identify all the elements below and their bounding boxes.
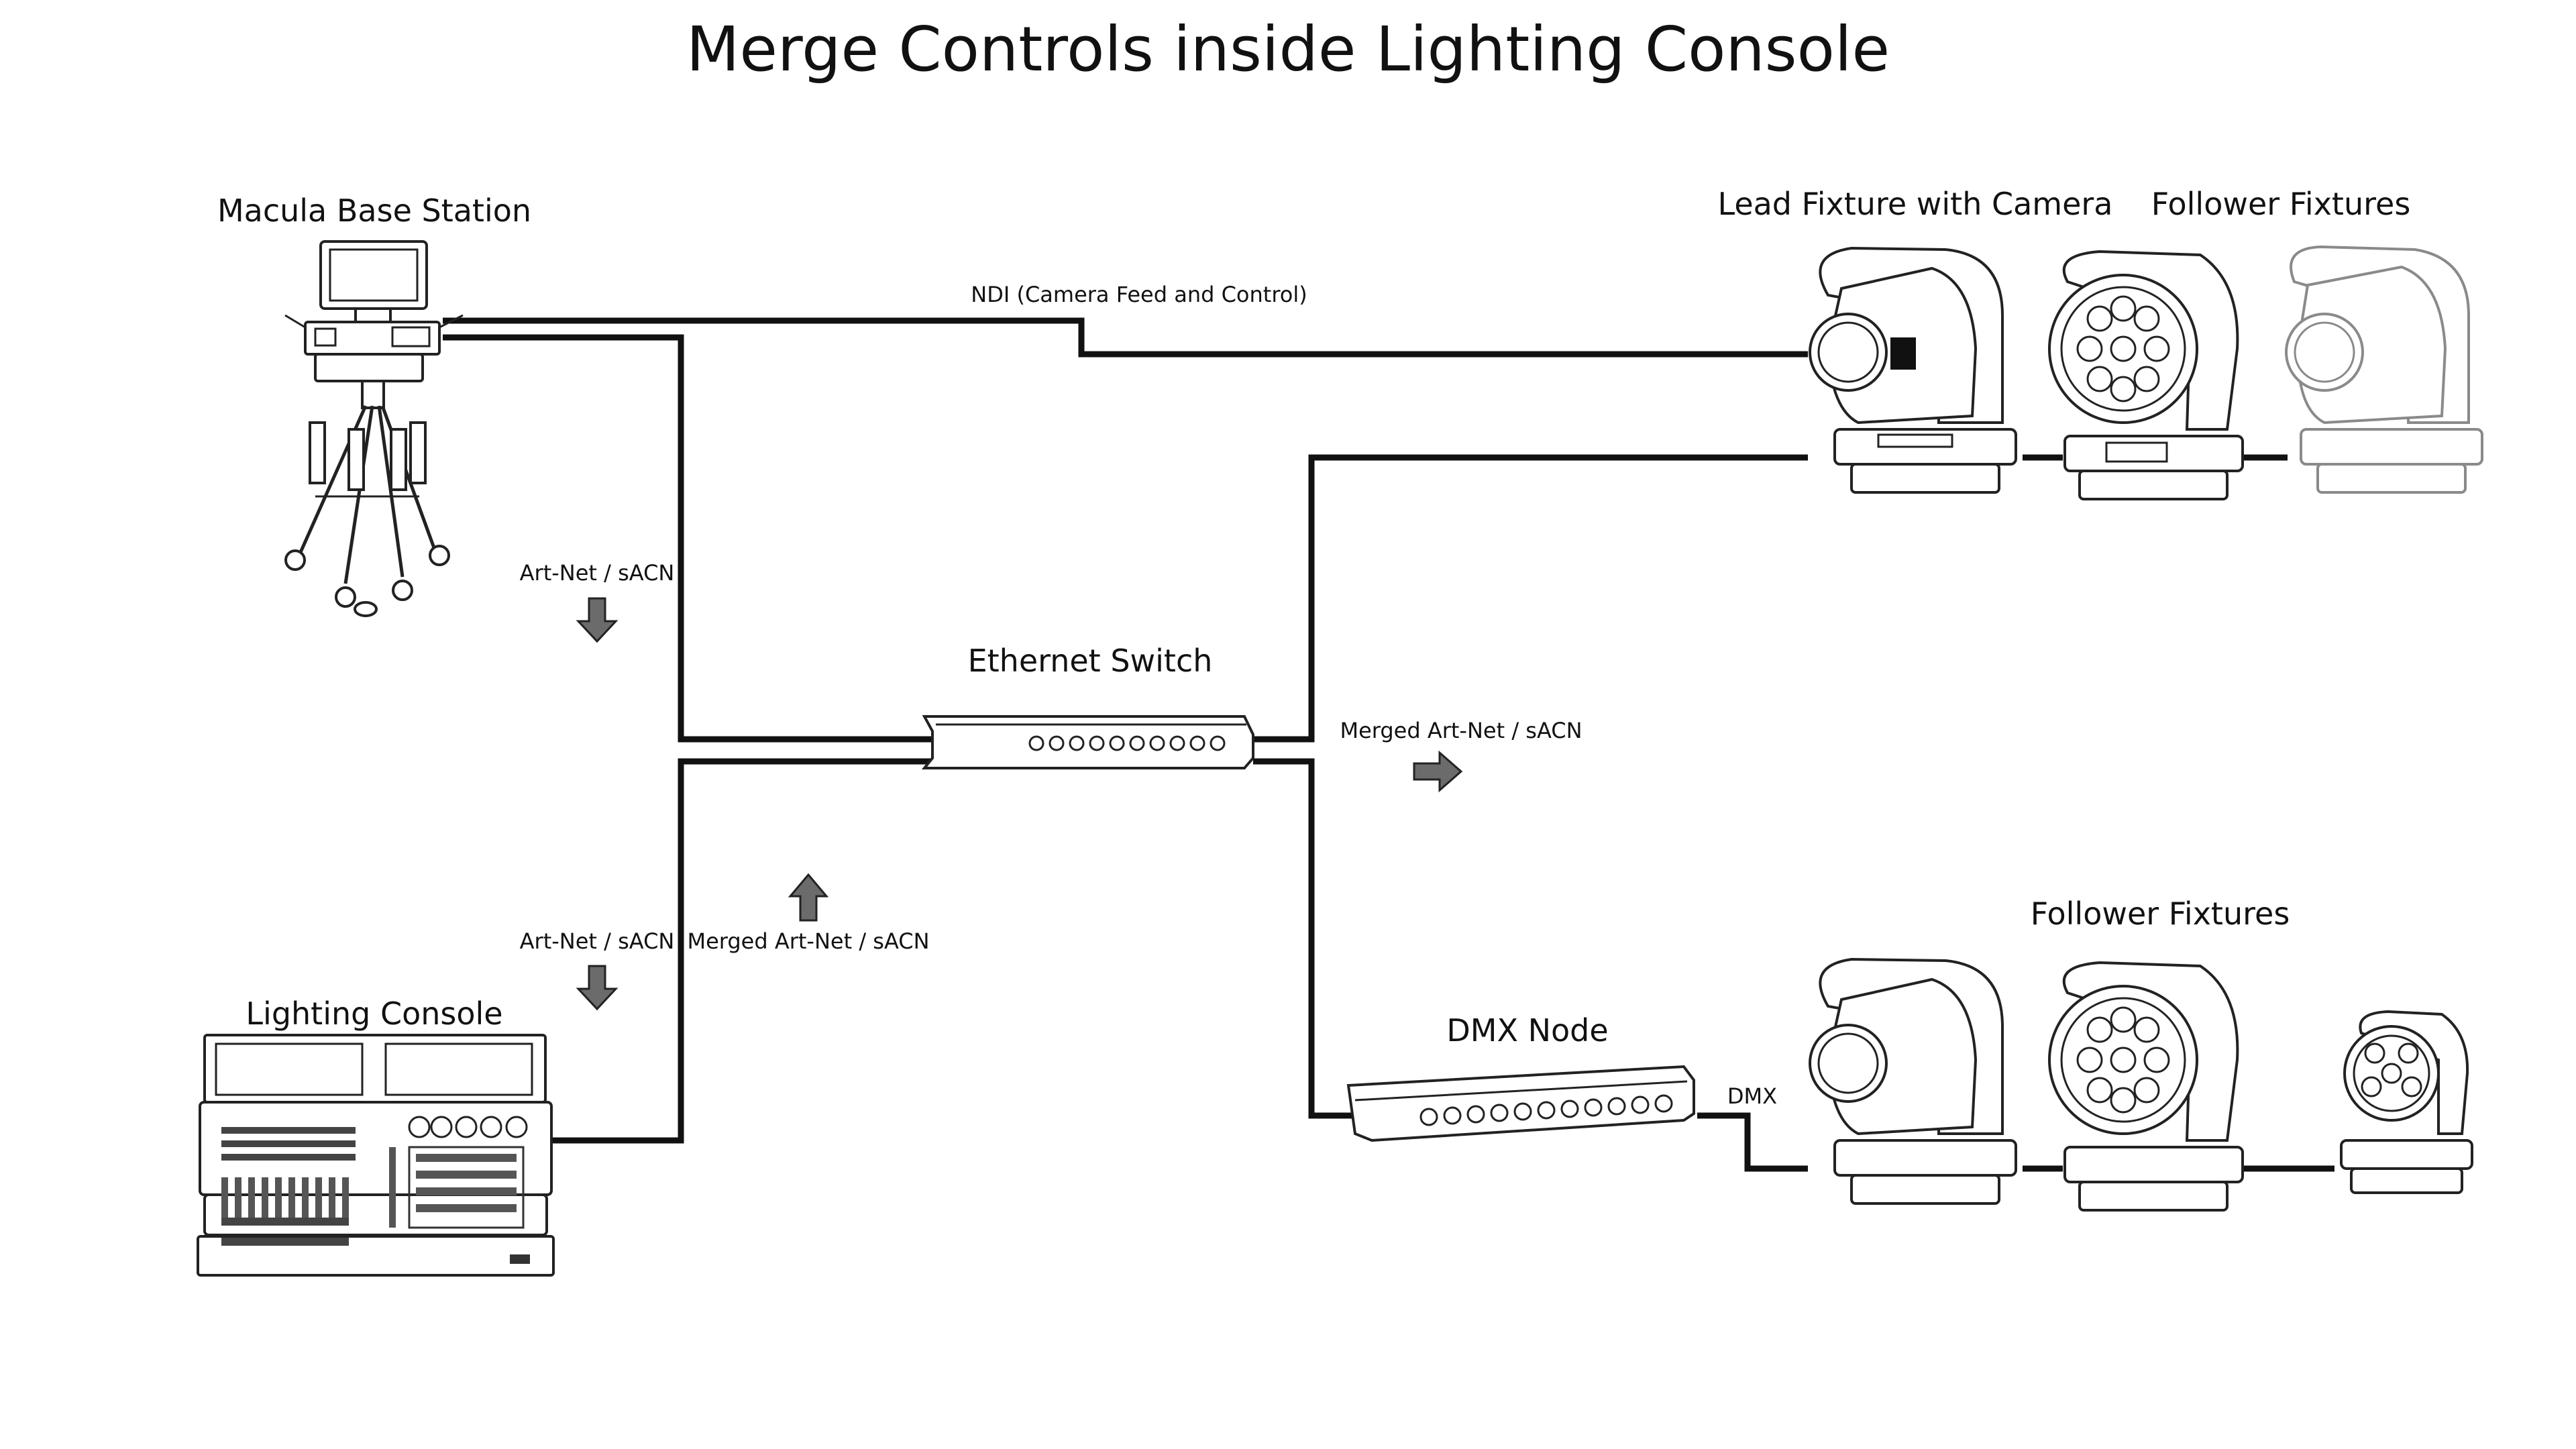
follower-fixtures-top-label: Follower Fixtures — [2151, 186, 2411, 222]
follower-spot-fixture-bottom — [1809, 957, 2017, 1205]
dmx-cable — [1697, 1112, 1808, 1172]
dmx-node-label: DMX Node — [1446, 1012, 1608, 1049]
merged-right-label: Merged Art-Net / sACN — [1340, 718, 1582, 743]
arrow-down-icon — [576, 965, 619, 1011]
artnet-console-label: Art-Net / sACN — [520, 928, 675, 954]
lighting-console-label: Lighting Console — [246, 996, 502, 1032]
ndi-label: NDI (Camera Feed and Control) — [971, 282, 1307, 307]
console-faders — [221, 1127, 530, 1264]
dmx-label: DMX — [1727, 1083, 1777, 1109]
base-to-switch-cable — [443, 334, 932, 743]
lighting-console-device — [197, 1034, 555, 1277]
follower-fixtures-bottom-label: Follower Fixtures — [2031, 896, 2290, 932]
lead-fixture-label: Lead Fixture with Camera — [1718, 186, 2113, 222]
follower-wash-fixture-top — [2048, 250, 2244, 500]
follower-wash-fixture-bottom — [2048, 961, 2244, 1212]
lead-fixture-device — [1809, 246, 2017, 494]
ethernet-switch-device — [921, 715, 1254, 769]
page-title: Merge Controls inside Lighting Console — [686, 13, 1890, 85]
arrow-right-icon — [1413, 750, 1463, 793]
ndi-cable — [443, 317, 1808, 358]
arrow-down-icon — [576, 597, 619, 643]
console-to-switch-cable — [551, 758, 932, 1144]
switch-to-dmx-node-cable — [1253, 758, 1355, 1119]
cables — [443, 317, 2334, 1172]
ethernet-switch-label: Ethernet Switch — [968, 643, 1213, 679]
follower-small-wash-fixture-bottom — [2340, 1010, 2473, 1194]
base-station-device — [284, 240, 464, 617]
merged-up-label: Merged Art-Net / sACN — [687, 928, 929, 954]
artnet-base-label: Art-Net / sACN — [520, 560, 675, 586]
dmx-node-device — [1346, 1065, 1695, 1142]
base-station-label: Macula Base Station — [217, 193, 531, 229]
follower-spot-fixture-top — [2285, 245, 2483, 494]
arrow-up-icon — [788, 873, 829, 922]
switch-to-fixtures-cable — [1253, 454, 1808, 743]
